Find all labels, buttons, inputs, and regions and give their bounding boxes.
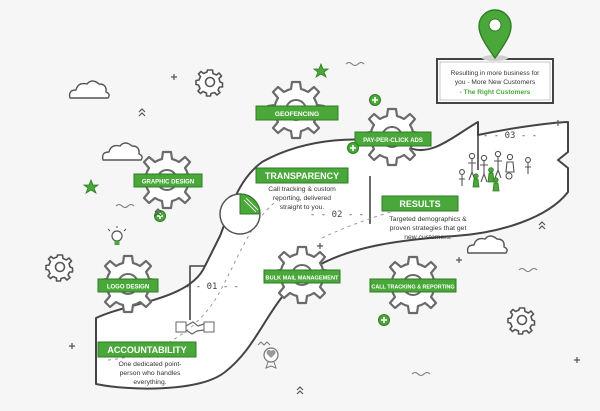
gear-label-graphic-design: GRAPHIC DESIGN [142,180,194,186]
gear-label-geofencing: GEOFENCING [275,111,319,118]
gear-label-bulk-mail: BULK MAIL MANAGEMENT [266,276,340,282]
chevron-up-icon [138,108,546,395]
step-title-accountability: ACCOUNTABILITY [107,345,186,355]
handshake-icon [175,321,215,335]
pie-chart-icon [219,193,261,235]
step-line-results-1: Targeted demographics & [389,216,467,223]
cloud-icon [466,235,508,254]
gear-call-tracking: CALL TRACKING & REPORTING [369,255,457,315]
step-line-transparency-1: Call tracking & custom [268,186,336,193]
gear-label-call-tracking: CALL TRACKING & REPORTING [371,285,454,291]
gear-pay-per-click: PAY-PER-CLICK ADS [354,107,432,167]
squiggle-marks [115,62,538,376]
destination-line-1: Resulting in more business for [451,70,540,77]
gear-icon [507,307,536,335]
plus-circle-icon [377,313,391,327]
gear-bulk-mail: BULK MAIL MANAGEMENT [263,245,341,305]
star-icon [312,62,330,78]
star-icon [82,178,100,194]
step-line-transparency-2: reporting, delivered [273,195,331,202]
plus-circle-icon [368,93,382,107]
step-number-02: - - 02 - - [310,210,364,220]
destination-highlight: - The Right Customers [460,89,531,96]
cloud-icon [68,80,110,99]
gear-logo-design: LOGO DESIGN [97,254,159,314]
gear-geofencing: GEOFENCING [255,80,339,140]
step-line-accountability-2: person who handles [120,370,181,377]
gear-label-logo-design: LOGO DESIGN [107,285,149,291]
destination: Resulting in more business for you - Mor… [436,9,554,104]
step-title-results: RESULTS [399,199,440,209]
cloud-icon [101,142,143,161]
step-number-03: - - 03 - - [483,131,537,141]
decorations [45,62,580,395]
step-transparency: TRANSPARENCY Call tracking & custom repo… [219,167,364,235]
step-number-01: - - 01 - - [185,282,239,292]
gear-icon [195,69,224,97]
plus-circle-icon [153,209,167,223]
step-line-accountability-1: One dedicated point- [118,361,181,368]
gear-label-pay-per-click: PAY-PER-CLICK ADS [363,138,423,144]
destination-line-2: you - More New Customers [455,79,536,86]
gear-graphic-design: GRAPHIC DESIGN [133,150,203,210]
heart-badge-icon [263,347,279,369]
people-icon [459,150,531,192]
lightbulb-icon [107,226,127,245]
step-accountability: - - 01 - - ACCOUNTABILITY One dedicated … [97,282,239,386]
step-line-accountability-3: everything. [133,379,166,386]
step-line-transparency-3: straight to you. [280,204,325,211]
location-pin-icon [478,9,512,61]
step-title-transparency: TRANSPARENCY [265,171,339,181]
plus-circle-icon [346,141,360,155]
step-line-results-3: new customers. [404,234,452,241]
step-results: - - 03 - - RESULTS Targeted demographics… [381,131,537,241]
gear-icon [45,254,74,282]
plus-marks [69,74,580,363]
step-line-results-2: proven strategies that get [390,225,467,232]
